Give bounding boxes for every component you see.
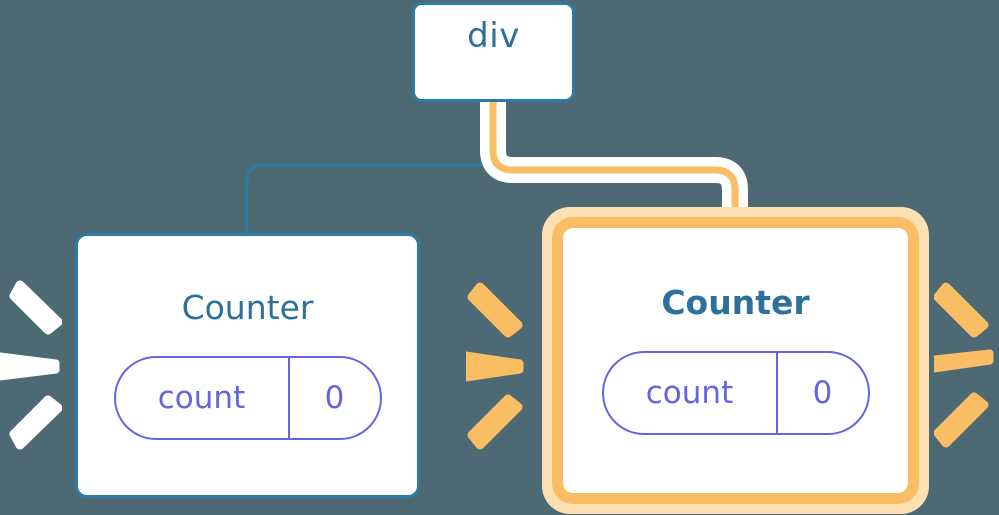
- state-key-right: count: [645, 374, 734, 411]
- sparkle-ray-icon: [9, 280, 62, 335]
- sparkle-ray-icon: [467, 394, 523, 450]
- sparkle-ray-icon: [9, 395, 62, 450]
- node-counter-right-label: Counter: [661, 283, 810, 322]
- sparkle-ray-icon: [466, 351, 524, 382]
- sparkle-ray-icon: [934, 349, 994, 373]
- node-counter-left[interactable]: Counter count 0: [75, 233, 420, 498]
- edge-div-to-counter-left: [245, 100, 495, 238]
- state-key-left: count: [157, 379, 246, 416]
- state-value-left: 0: [287, 358, 380, 438]
- sparkle-ray-icon: [934, 282, 989, 338]
- node-div[interactable]: div: [412, 2, 575, 102]
- edge-div-to-counter-right: [489, 98, 739, 244]
- state-pill-right: count 0: [601, 351, 870, 435]
- state-pill-left: count 0: [113, 356, 382, 440]
- sparkle-ray-icon: [934, 392, 989, 448]
- sparkle-rays-right: [934, 282, 994, 448]
- sparkle-rays-middle: [466, 282, 524, 450]
- node-div-label: div: [467, 16, 520, 56]
- sparkle-ray-icon: [0, 352, 60, 381]
- node-counter-left-label: Counter: [181, 288, 314, 327]
- state-value-right: 0: [775, 353, 868, 433]
- sparkle-rays-left: [0, 280, 62, 450]
- sparkle-ray-icon: [467, 282, 523, 338]
- edge-div-to-counter-right-halo: [480, 89, 748, 253]
- node-counter-right[interactable]: Counter count 0: [563, 228, 908, 493]
